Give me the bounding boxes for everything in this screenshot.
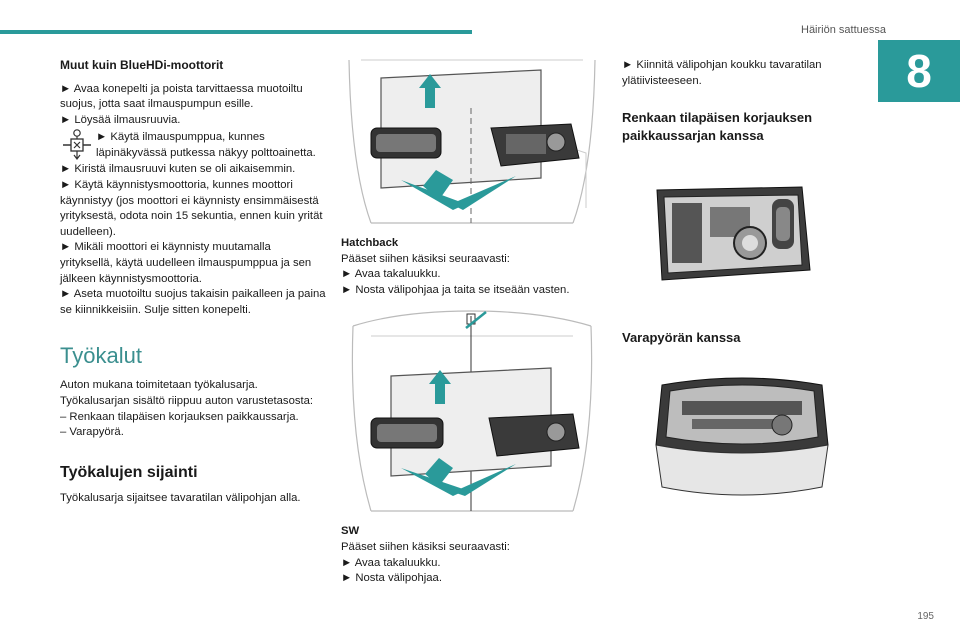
heading-tools-location: Työkalujen sijainti <box>60 463 198 481</box>
tools-location-text: Työkalusarja sijaitsee tavaratilan välip… <box>60 491 301 504</box>
step-use-pump: ► Käytä ilmauspumppua, kunnes läpinäkyvä… <box>96 131 316 159</box>
fuel-pump-icon <box>63 129 91 161</box>
tools-list-item-spare-wheel: – Varapyörä. <box>60 426 124 439</box>
step-loosen-screw: ► Löysää ilmausruuvia. <box>60 113 181 126</box>
label-sw: SW <box>341 525 360 538</box>
hatchback-access-text: Pääset siihen käsiksi seuraavasti: <box>341 252 510 265</box>
column-2: Hatchback Pääset siihen käsiksi seuraava… <box>341 58 603 587</box>
sw-access-text: Pääset siihen käsiksi seuraavasti: <box>341 540 510 553</box>
step-open-bonnet: ► Avaa konepelti ja poista tarvittaessa … <box>60 82 303 111</box>
heading-spare-wheel: Varapyörän kanssa <box>622 330 741 346</box>
heading-non-bluehdi: Muut kuin BlueHDi-moottorit <box>60 58 224 72</box>
tools-intro: Auton mukana toimitetaan työkalusarja. T… <box>60 379 314 407</box>
step-refit-cover: ► Aseta muotoiltu suojus takaisin paikal… <box>60 288 326 316</box>
step-retry: ► Mikäli moottori ei käynnisty muutamall… <box>60 241 312 285</box>
column-1: Muut kuin BlueHDi-moottorit ► Avaa konep… <box>60 58 326 506</box>
hatchback-step-lift-floor: ► Nosta välipohjaa ja taita se itseään v… <box>341 283 570 296</box>
arrow-up-icon <box>425 86 435 108</box>
tools-list-item-repair-kit: – Renkaan tilapäisen korjauksen paikkaus… <box>60 410 299 423</box>
column-3: ► Kiinnitä välipohjan koukku tavaratilan… <box>622 58 852 500</box>
repair-kit-illustration <box>656 186 811 281</box>
header-bar <box>0 30 472 34</box>
label-hatchback: Hatchback <box>341 237 399 249</box>
step-use-starter: ► Käytä käynnistysmoottoria, kunnes moot… <box>60 178 323 238</box>
sw-step-lift-floor: ► Nosta välipohjaa. <box>341 572 442 585</box>
hatchback-step-open-tailgate: ► Avaa takaluukku. <box>341 268 441 281</box>
step-hook-floor: ► Kiinnitä välipohjan koukku tavaratilan… <box>622 59 822 87</box>
step-pump-row: ► Käytä ilmauspumppua, kunnes läpinäkyvä… <box>60 128 326 162</box>
page-header-title: Häiriön sattuessa <box>801 24 886 36</box>
sw-step-open-tailgate: ► Avaa takaluukku. <box>341 556 441 569</box>
step-tighten-screw: ► Kiristä ilmausruuvi kuten se oli aikai… <box>60 163 296 176</box>
spare-wheel-illustration <box>655 377 829 496</box>
chapter-badge: 8 <box>878 40 960 102</box>
section-title-tools: Työkalut <box>60 343 142 369</box>
sw-boot-illustration <box>351 310 593 512</box>
heading-repair-kit: Renkaan tilapäisen korjauksen paikkaussa… <box>622 110 813 144</box>
hatchback-boot-illustration <box>348 59 596 224</box>
page-number: 195 <box>917 611 934 622</box>
